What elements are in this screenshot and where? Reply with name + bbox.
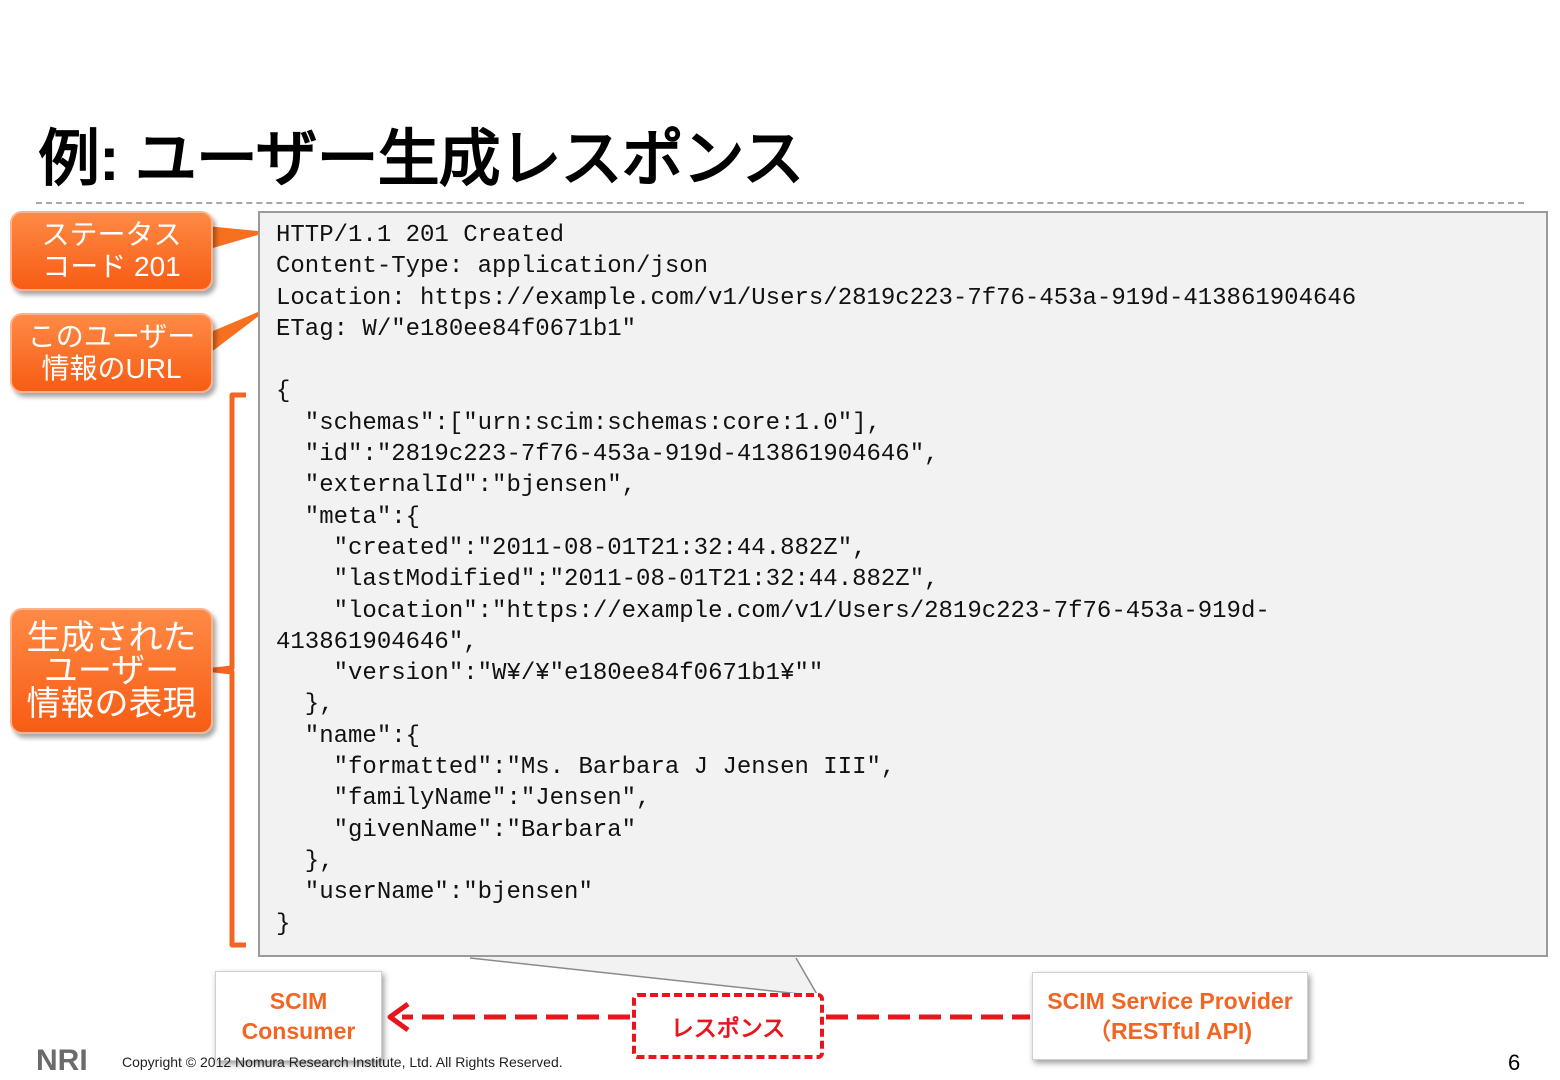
code-line: "meta":{ — [276, 503, 421, 531]
code-line: HTTP/1.1 201 Created — [276, 222, 565, 249]
code-line: }, — [276, 847, 334, 875]
copyright-notice: Copyright © 2012 Nomura Research Institu… — [122, 1054, 563, 1070]
scim-service-provider-box: SCIM Service Provider （RESTful API) — [1032, 972, 1308, 1060]
arrow-head-icon — [387, 1001, 410, 1033]
callout-status-line1: ステータス — [41, 219, 182, 250]
callout-repr-line2: ユーザー — [43, 651, 180, 690]
provider-line2: （RESTful API) — [1088, 1018, 1252, 1044]
code-line: ETag: W/"e180ee84f0671b1" — [276, 315, 637, 343]
callout-status-code: ステータス コード 201 — [10, 211, 213, 291]
code-line: "version":"W¥/¥"e180ee84f0671b1¥"" — [276, 660, 824, 688]
scim-consumer-box: SCIM Consumer — [215, 971, 382, 1061]
nri-logo-icon: NRI — [36, 1044, 88, 1074]
code-line: "lastModified":"2011-08-01T21:32:44.882Z… — [276, 566, 939, 594]
code-line: Location: https://example.com/v1/Users/2… — [276, 284, 1357, 312]
callout-user-representation: 生成された ユーザー 情報の表現 — [10, 608, 213, 734]
page-number: 6 — [1508, 1050, 1521, 1075]
orange-brace — [211, 392, 246, 948]
callout-url-line1: このユーザー — [27, 321, 196, 352]
slide-title: 例: ユーザー生成レスポンス — [38, 125, 804, 194]
provider-line1: SCIM Service Provider — [1047, 988, 1293, 1014]
code-line: "name":{ — [276, 722, 421, 750]
code-line: "givenName":"Barbara" — [276, 816, 637, 844]
consumer-line1: SCIM — [269, 988, 328, 1014]
response-label: レスポンス — [670, 1015, 786, 1041]
consumer-line2: Consumer — [241, 1018, 356, 1044]
code-line: "externalId":"bjensen", — [276, 472, 637, 500]
callout-url-line2: 情報のURL — [41, 353, 182, 384]
callout-repr-line1: 生成された — [26, 618, 197, 657]
nri-logo-text: NRI — [36, 1044, 88, 1074]
title-divider — [36, 202, 1524, 204]
code-line: "id":"2819c223-7f76-453a-919d-4138619046… — [276, 441, 939, 469]
callout-status-line2: コード 201 — [42, 251, 181, 282]
code-line: "userName":"bjensen" — [276, 879, 593, 907]
code-line: "location":"https://example.com/v1/Users… — [276, 597, 1270, 625]
code-line: 413861904646", — [276, 628, 478, 656]
url-callout-pointer — [206, 306, 272, 356]
code-line: "familyName":"Jensen", — [276, 785, 651, 813]
response-label-box: レスポンス — [632, 993, 824, 1059]
code-line: }, — [276, 691, 334, 719]
code-line: } — [276, 910, 291, 938]
code-line: { — [276, 378, 291, 406]
code-line — [276, 345, 1356, 376]
callout-repr-line3: 情報の表現 — [26, 684, 197, 723]
callout-user-url: このユーザー 情報のURL — [10, 313, 213, 393]
status-callout-pointer — [206, 226, 268, 250]
code-line: "formatted":"Ms. Barbara J Jensen III", — [276, 754, 896, 782]
code-line: Content-Type: application/json — [276, 253, 709, 281]
code-line: "schemas":["urn:scim:schemas:core:1.0"], — [276, 409, 881, 437]
code-line: "created":"2011-08-01T21:32:44.882Z", — [276, 534, 867, 562]
